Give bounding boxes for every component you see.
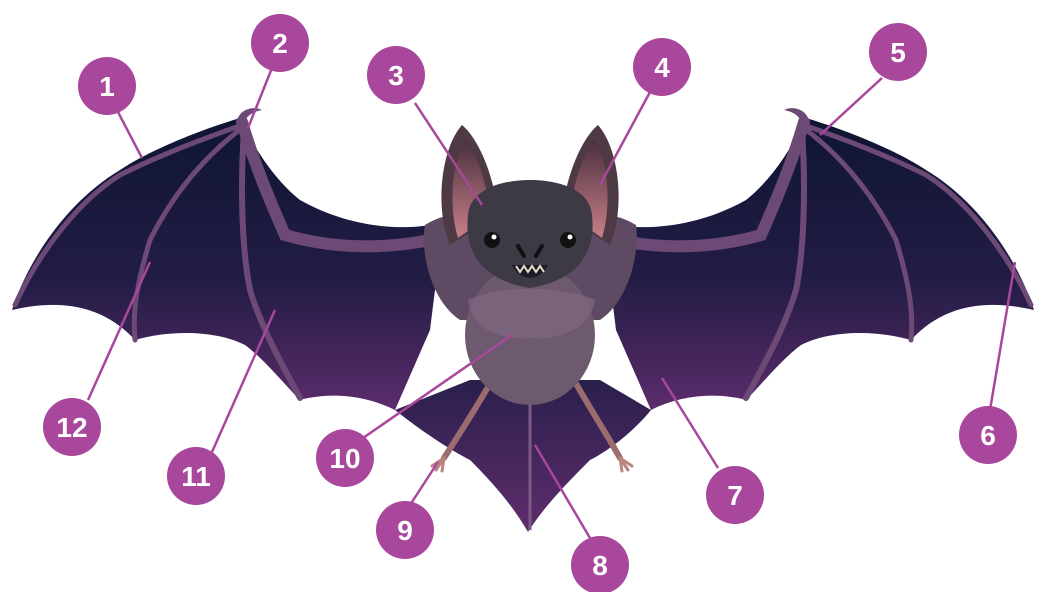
callout-1-label: 1 <box>99 71 115 102</box>
callout-6: 6 <box>959 406 1017 464</box>
callout-5: 5 <box>869 23 927 81</box>
tail-membrane <box>395 380 651 532</box>
leader-line-3 <box>413 102 484 206</box>
callout-3-label: 3 <box>388 60 404 91</box>
leader-lines <box>86 67 1017 539</box>
leader-line-11 <box>210 309 277 453</box>
right-thumb <box>784 108 808 124</box>
chest-fur <box>468 288 595 339</box>
leader-line-2 <box>246 67 274 129</box>
leader-line-1 <box>116 111 144 159</box>
callout-9: 9 <box>376 501 434 559</box>
callout-1: 1 <box>78 57 136 115</box>
callout-9-label: 9 <box>397 515 413 546</box>
callout-10: 10 <box>316 429 374 487</box>
leader-line-6 <box>988 261 1017 411</box>
callout-8: 8 <box>571 536 629 592</box>
right-eye <box>560 232 576 248</box>
leader-line-8 <box>533 444 592 539</box>
callout-4: 4 <box>633 38 691 96</box>
callout-11-label: 11 <box>181 461 211 492</box>
nose <box>516 244 544 258</box>
callout-11: 11 <box>167 447 225 505</box>
left-eye <box>484 232 500 248</box>
head <box>467 180 593 288</box>
callout-7: 7 <box>706 466 764 524</box>
right-wing-bones <box>610 116 1034 401</box>
callout-2: 2 <box>251 14 309 72</box>
leader-line-10 <box>362 333 513 440</box>
callout-10-label: 10 <box>329 443 360 474</box>
callout-7-label: 7 <box>727 480 743 511</box>
leader-line-9 <box>408 461 440 506</box>
callout-5-label: 5 <box>890 37 906 68</box>
callout-8-label: 8 <box>592 550 608 581</box>
callout-6-label: 6 <box>980 420 996 451</box>
callout-12-label: 12 <box>56 412 87 443</box>
callout-2-label: 2 <box>272 28 288 59</box>
leader-line-7 <box>660 377 720 469</box>
callout-12: 12 <box>43 398 101 456</box>
leader-line-4 <box>598 91 652 186</box>
leader-line-12 <box>86 261 152 401</box>
left-thumb <box>238 108 262 124</box>
left-wing-membrane <box>12 118 440 410</box>
leader-line-5 <box>819 77 883 136</box>
right-wing-membrane <box>606 118 1034 410</box>
left-wing-bones <box>12 116 436 401</box>
callout-3: 3 <box>367 46 425 104</box>
callout-4-label: 4 <box>654 52 670 83</box>
